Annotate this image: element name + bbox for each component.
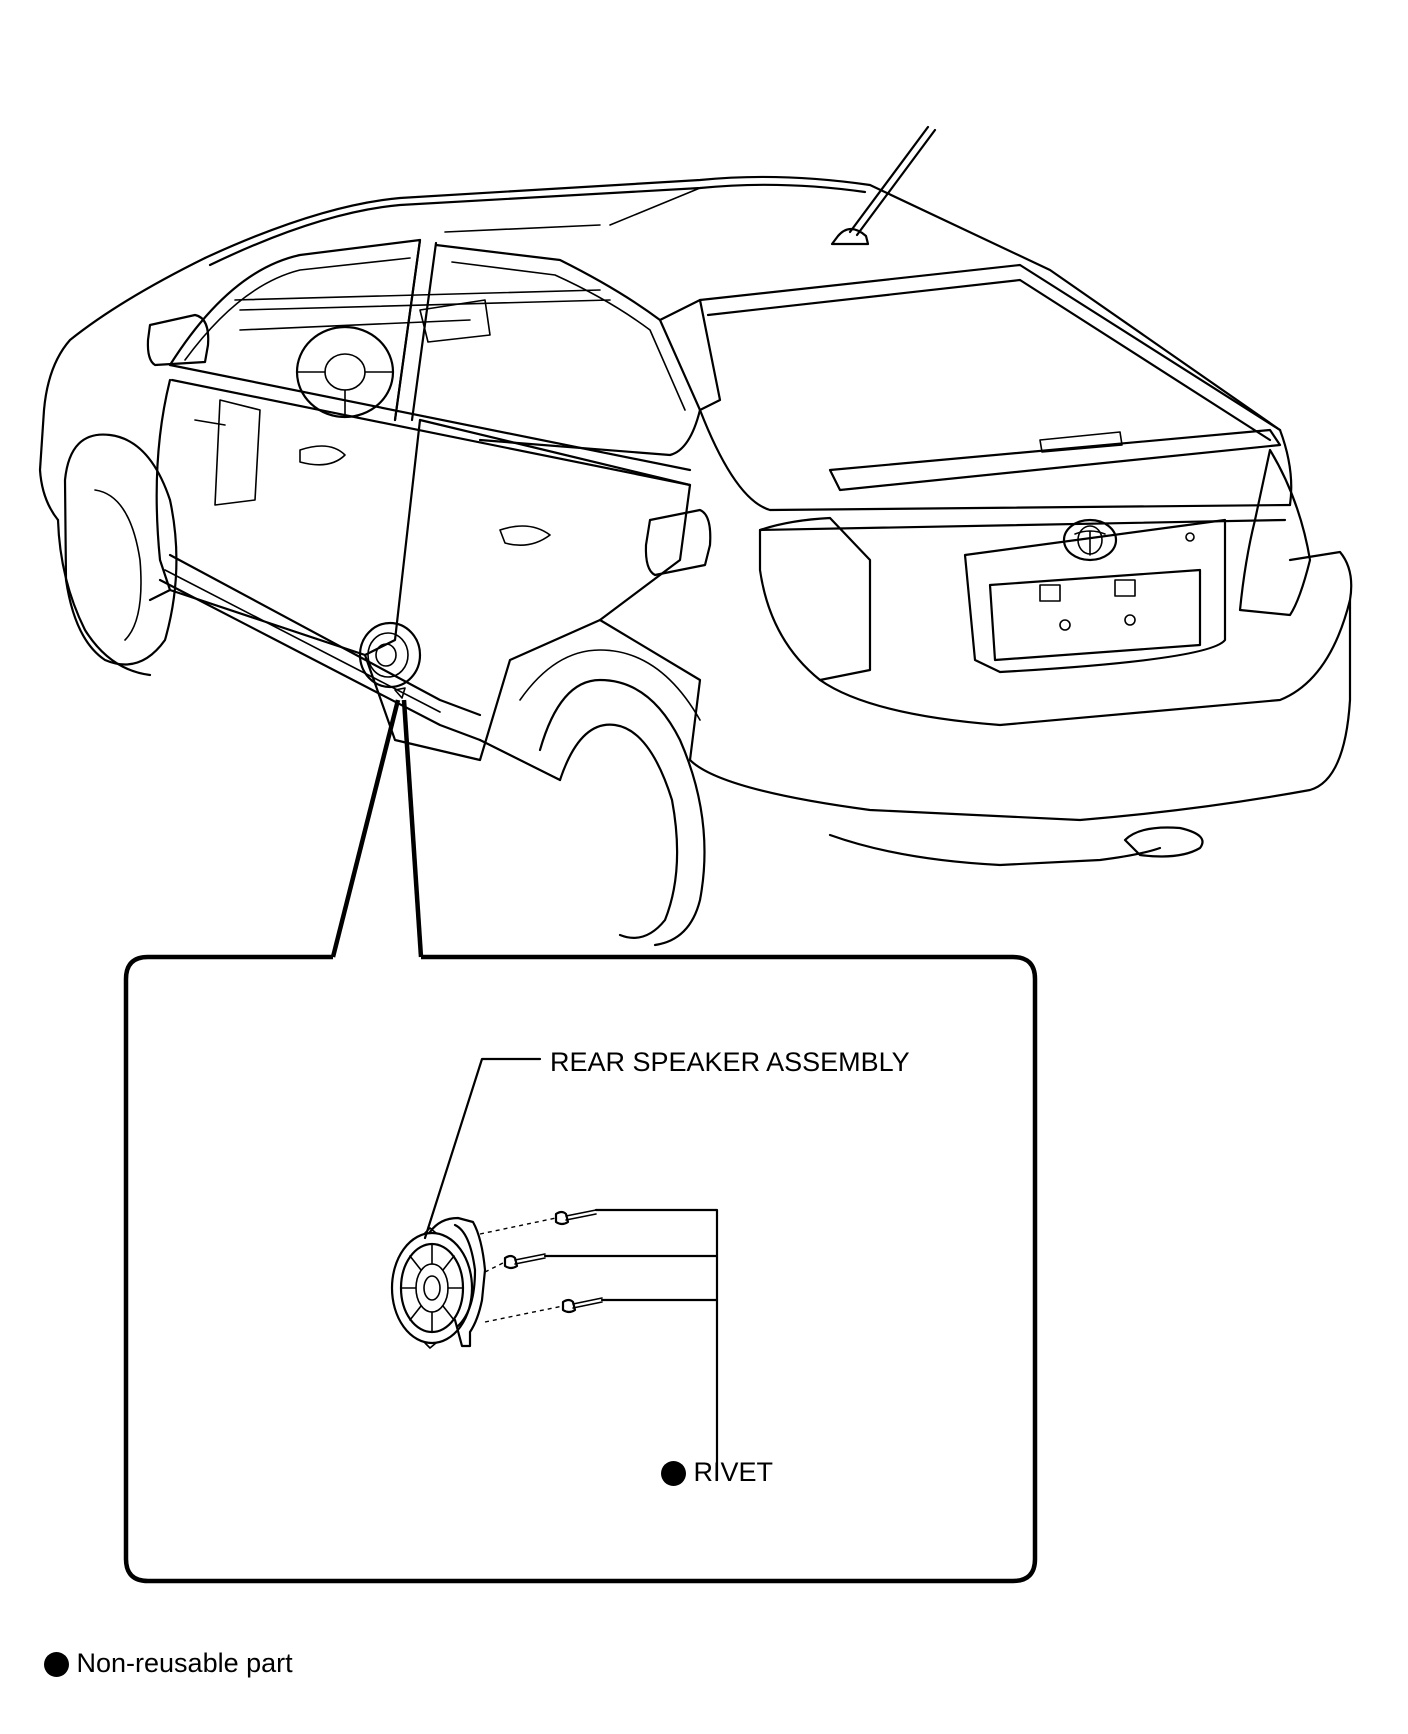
non-reusable-icon	[661, 1461, 686, 1487]
rear-speaker-detail	[390, 1216, 487, 1349]
rear-quarter-window	[658, 298, 722, 412]
rivet-parts	[479, 1209, 603, 1323]
rear-speaker-assembly-label: REAR SPEAKER ASSEMBLY	[550, 1047, 910, 1077]
callout-leader-right	[401, 699, 424, 958]
rivet-leader	[543, 1208, 719, 1482]
callout-leader-left	[330, 699, 401, 958]
brand-emblem	[1062, 518, 1118, 562]
license-plate-area	[963, 518, 1227, 674]
legend-text: Non-reusable part	[76, 1648, 293, 1678]
rivet-label-text: RIVET	[693, 1457, 774, 1487]
front-wheel	[63, 433, 178, 666]
car-illustration	[38, 125, 1353, 947]
rear-spoiler	[828, 428, 1282, 492]
front-door-window	[434, 243, 702, 457]
rivet-top	[554, 1209, 597, 1226]
hood-outline	[38, 256, 207, 522]
rivet-middle	[503, 1253, 546, 1270]
rear-bumper	[818, 550, 1353, 727]
rear-wheel	[538, 678, 706, 947]
roof-outline	[203, 175, 1282, 432]
fuel-cap	[644, 508, 712, 577]
windshield	[168, 238, 422, 422]
rear-door	[363, 418, 692, 762]
rivet-bottom	[561, 1297, 603, 1314]
license-plate	[988, 568, 1202, 662]
tail-light-right	[1238, 448, 1312, 617]
filled-circle-icon	[44, 1652, 69, 1678]
front-door	[155, 378, 422, 657]
rivet-label: RIVET	[661, 1457, 774, 1487]
side-mirror	[146, 313, 210, 367]
callout-box	[123, 954, 1038, 1584]
rear-hatch	[698, 263, 1293, 507]
tail-light-left	[758, 516, 872, 682]
speaker-leader	[423, 1057, 542, 1240]
legend: Non-reusable part	[44, 1648, 293, 1678]
exhaust	[1123, 826, 1204, 858]
antenna	[830, 125, 937, 246]
door-speaker-location	[358, 621, 422, 699]
